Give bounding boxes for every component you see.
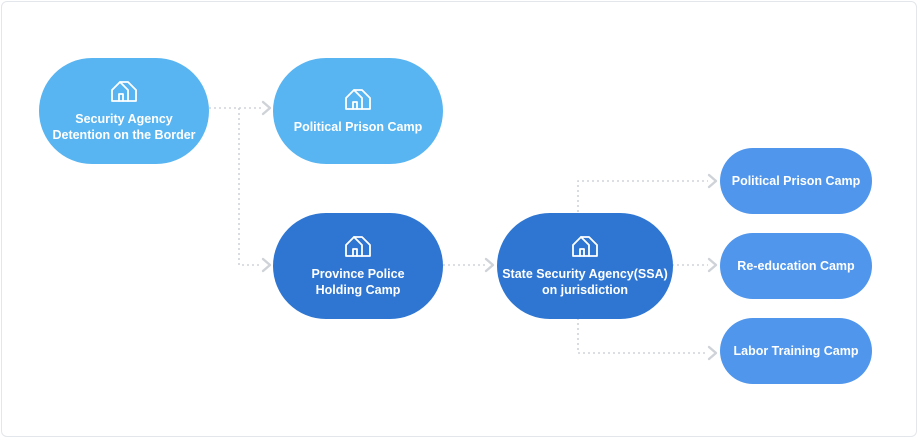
house-icon <box>345 236 371 257</box>
node-label: Province Police Holding Camp <box>311 267 405 297</box>
node-province-police: Province Police Holding Camp <box>273 213 443 319</box>
house-icon <box>111 81 137 102</box>
node-label: Political Prison Camp <box>293 120 423 134</box>
arrowhead <box>707 173 718 189</box>
node-label: Security Agency Detention on the Border <box>52 112 196 142</box>
arrowhead <box>707 257 718 273</box>
node-label: Labor Training Camp <box>733 344 859 358</box>
arrowhead <box>261 257 272 273</box>
node-border-detention: Security Agency Detention on the Border <box>39 58 209 164</box>
connector-border-to-province <box>238 108 262 266</box>
node-reeducation-camp: Re-education Camp <box>720 233 872 299</box>
connector-ssa-to-labor <box>577 318 708 354</box>
node-political-camp-right: Political Prison Camp <box>720 148 872 214</box>
arrowhead <box>707 345 718 361</box>
house-icon <box>572 236 598 257</box>
node-labor-training-camp: Labor Training Camp <box>720 318 872 384</box>
node-label: Political Prison Camp <box>731 174 861 188</box>
node-political-camp-top: Political Prison Camp <box>273 58 443 164</box>
node-label: Re-education Camp <box>737 259 855 273</box>
arrowhead <box>261 100 272 116</box>
node-ssa: State Security Agency(SSA) on jurisdicti… <box>497 213 673 319</box>
arrowhead <box>484 257 495 273</box>
connector-ssa-to-political <box>577 180 708 212</box>
house-icon <box>345 89 371 110</box>
node-label: State Security Agency(SSA) on jurisdicti… <box>502 267 668 297</box>
